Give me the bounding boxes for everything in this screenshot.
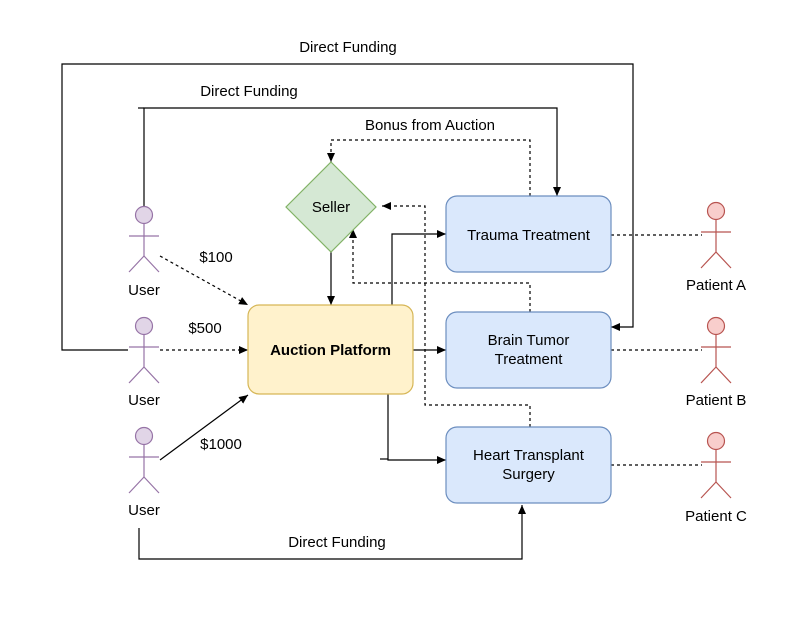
trauma-treatment-label: Trauma Treatment	[467, 227, 591, 244]
edge-direct-funding-mid	[143, 107, 561, 206]
patient-c-head-icon	[706, 431, 726, 451]
user-2-head-icon	[134, 316, 154, 336]
edge-bonus-brain-seller	[349, 229, 531, 312]
heart-transplant-label-line2: Surgery	[502, 466, 555, 483]
user-1-head-icon	[134, 205, 154, 225]
edge-direct-funding-top	[61, 63, 634, 351]
brain-tumor-label-line2: Treatment	[495, 351, 564, 368]
actor-patient-b: Patient B	[686, 316, 747, 409]
brain-tumor-box	[446, 312, 611, 388]
actor-patient-c: Patient C	[685, 431, 747, 525]
actor-user-1: User	[128, 205, 160, 299]
user-1-label: User	[128, 282, 160, 299]
edge-labels: Direct Funding Direct Funding Direct Fun…	[185, 36, 512, 554]
node-auction-platform: Auction Platform	[247, 304, 414, 395]
auction-platform-box	[248, 305, 413, 394]
patient-b-label: Patient B	[686, 392, 747, 409]
actor-user-3: User	[128, 426, 160, 519]
edge-auction-heart	[387, 394, 446, 464]
label-bonus-from-auction: Bonus from Auction	[365, 117, 495, 134]
label-amount-100: $100	[199, 249, 232, 266]
node-seller: Seller	[285, 161, 377, 253]
edge-auction-trauma	[391, 230, 446, 305]
label-amount-1000: $1000	[200, 436, 242, 453]
edge-bonus-heart-seller	[382, 202, 531, 427]
auction-platform-label: Auction Platform	[270, 342, 391, 359]
actor-user-2: User	[128, 316, 160, 409]
node-heart-transplant-surgery: Heart Transplant Surgery	[445, 426, 612, 504]
user-2-label: User	[128, 392, 160, 409]
edge-user1-auction	[159, 255, 249, 306]
user-3-head-icon	[134, 426, 154, 446]
trauma-treatment-box	[446, 196, 611, 272]
label-direct-funding-top: Direct Funding	[299, 39, 397, 56]
patient-a-label: Patient A	[686, 277, 746, 294]
edge-direct-funding-bottom	[138, 505, 526, 560]
label-direct-funding-mid: Direct Funding	[200, 83, 298, 100]
edge-user3-auction	[159, 394, 249, 461]
heart-transplant-label-line1: Heart Transplant	[473, 447, 585, 464]
label-amount-500: $500	[188, 320, 221, 337]
brain-tumor-label-line1: Brain Tumor	[488, 332, 570, 349]
heart-transplant-box	[446, 427, 611, 503]
user-3-label: User	[128, 502, 160, 519]
node-trauma-treatment: Trauma Treatment	[445, 195, 612, 273]
label-direct-funding-bottom: Direct Funding	[288, 534, 386, 551]
actor-patient-a: Patient A	[686, 201, 746, 294]
patient-a-head-icon	[706, 201, 726, 221]
node-brain-tumor-treatment: Brain Tumor Treatment	[445, 311, 612, 389]
patient-b-head-icon	[706, 316, 726, 336]
patient-c-label: Patient C	[685, 508, 747, 525]
seller-label: Seller	[312, 199, 350, 216]
edge-bonus-trauma-seller	[327, 139, 531, 196]
edges	[61, 63, 702, 560]
